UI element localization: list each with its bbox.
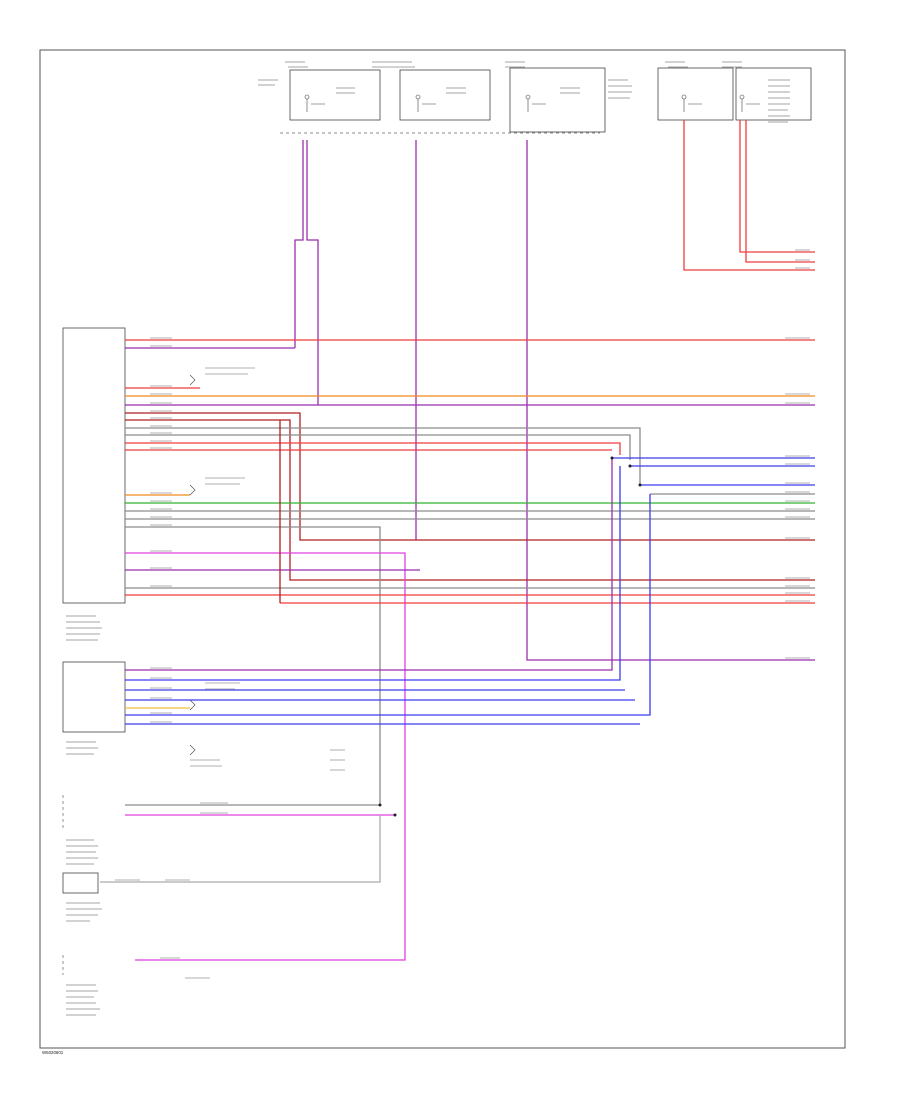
page-id-label: W6020601: [42, 1050, 64, 1055]
feed-wire-1: [294, 140, 304, 348]
module-label-marks: [66, 615, 102, 1016]
fuse-box-group: [258, 61, 812, 134]
power-module-main: [62, 327, 126, 604]
diagram-border: [39, 49, 846, 1049]
fuse-symbol-3: [525, 94, 531, 112]
feed-wire-3: [526, 140, 815, 661]
ground-symbol-3: [189, 744, 196, 756]
power-module-2: [62, 661, 126, 733]
l-wire-purple: [125, 458, 613, 671]
ground-symbol-2: [189, 484, 196, 496]
fuse-symbol-2: [415, 94, 421, 112]
fuse-box-2: [399, 69, 491, 121]
fuse-box-5: [735, 67, 812, 121]
h-wire-pink-1: [125, 552, 406, 961]
wire-label-marks: [115, 249, 810, 979]
fuse-box-3: [509, 67, 606, 133]
fuse-box-1: [289, 69, 381, 121]
feed-wire-5a: [739, 120, 815, 253]
ground-symbol-1: [189, 374, 196, 386]
l-wire-grey-tm: [100, 815, 381, 883]
junction-3: [638, 483, 642, 487]
lower-harness: [100, 458, 651, 883]
transfer-module: [62, 872, 99, 894]
h-wire-darkred-1: [125, 412, 815, 541]
connector-symbols: [189, 374, 196, 756]
feed-wire-4: [683, 120, 815, 271]
junction-5: [378, 803, 382, 807]
top-feed-wires: [294, 120, 815, 661]
h-wire-blue-1: [125, 427, 641, 485]
main-harness: [125, 339, 815, 961]
junction-4: [393, 813, 397, 817]
h-wire-red-3: [125, 442, 621, 455]
left-modules: [62, 327, 126, 1016]
feed-wire-5b: [745, 120, 815, 263]
junction-2: [628, 464, 632, 468]
fuse-symbol-1: [304, 94, 310, 112]
h-wire-darkred-2: [125, 419, 815, 581]
h-wire-grey-5: [125, 526, 381, 806]
ground-symbol-4: [189, 699, 196, 711]
fuse-label-marks: [258, 61, 790, 123]
fuse-box-4: [657, 67, 734, 121]
junction-1: [610, 456, 614, 460]
l-wire-blue-4: [125, 494, 651, 716]
feed-wire-1b: [306, 140, 319, 405]
junctions: [378, 456, 642, 817]
h-wire-grey-1: [125, 434, 631, 460]
fuse-symbol-4: [681, 94, 687, 112]
l-wire-blue-1: [125, 466, 621, 681]
fuse-symbol-5: [739, 94, 745, 112]
